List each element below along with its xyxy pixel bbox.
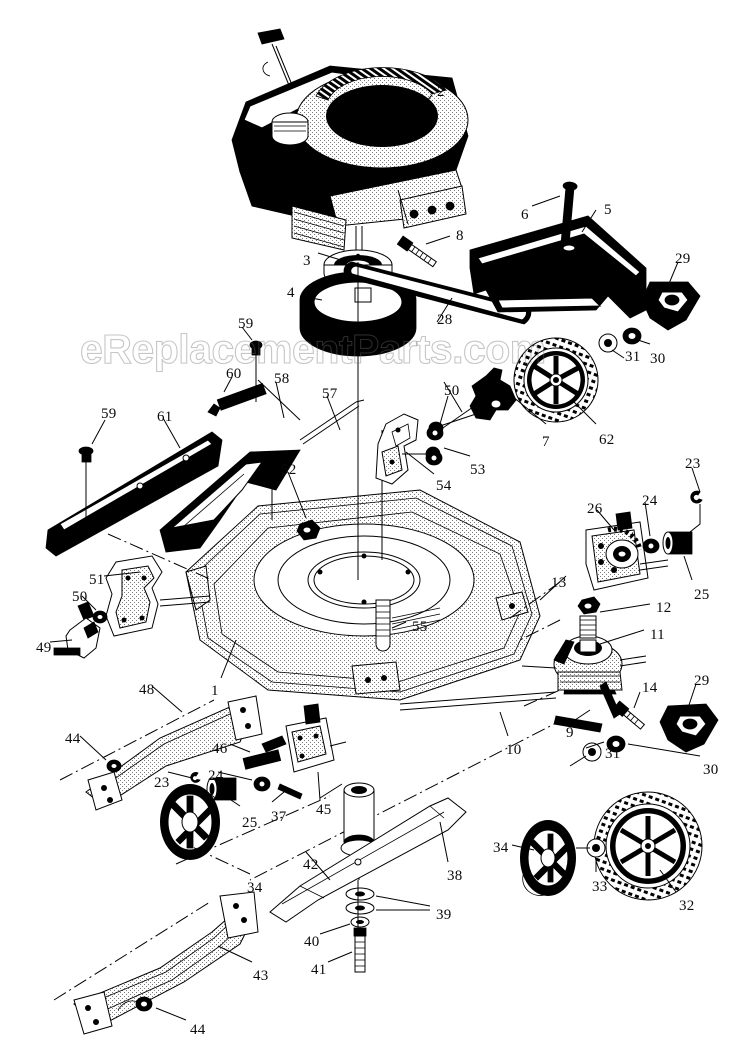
callout-3-drive-pulley: 3	[303, 253, 311, 269]
callout-44-screw-shield: 44	[190, 1022, 206, 1038]
callout-10-axle-rod: 10	[506, 742, 522, 758]
callout-30-nut-rear-wheel: 30	[703, 762, 719, 778]
callout-55-blade-bolt-spring: 55	[412, 619, 428, 635]
callout-50-bolt-flange: 50	[444, 383, 460, 399]
rear-cover-art	[469, 181, 647, 319]
callout-13-transmission-mount: 13	[551, 575, 567, 591]
callout-29-hubcap-rear: 29	[694, 673, 710, 689]
callout-12-spring-clutch: 12	[656, 600, 672, 616]
callout-62-front-wheel: 62	[599, 432, 615, 448]
callout-37-pin-cotter: 37	[271, 809, 287, 825]
callout-59-screw-deflector: 59	[238, 316, 254, 332]
spring-and-clamp-art	[207, 326, 301, 421]
callout-52-nut-deck: 52	[281, 462, 297, 478]
callout-7-height-adjust-bracket: 7	[542, 434, 550, 450]
callout-14-bolt-transmission: 14	[642, 680, 658, 696]
callout-28-drive-belt: 28	[437, 312, 453, 328]
callout-51-left-side-bracket: 51	[89, 572, 105, 588]
front-shield-art	[53, 891, 259, 1035]
callout-5-rear-shield-cover: 5	[604, 202, 612, 218]
callout-34-drive-pulley-rear: 34	[247, 880, 263, 896]
callout-53-bolt-bracket: 53	[470, 462, 486, 478]
blade-spring-art	[375, 599, 441, 652]
control-rod-art	[299, 395, 365, 445]
callout-26-gear-case-assembly: 26	[587, 501, 603, 517]
brake-assembly-art	[160, 703, 347, 875]
deflector-bar-art	[45, 417, 301, 557]
callout-45-blade-adapter: 45	[316, 802, 332, 818]
callout-23-retaining-clip: 23	[685, 456, 701, 472]
callout-58-cable-clamp: 58	[274, 371, 290, 387]
callout-60-spring-lever: 60	[226, 366, 242, 382]
drive-belt-art	[343, 261, 532, 325]
callout-39-washer-blade: 39	[436, 907, 452, 923]
callout-32-rear-wheel: 32	[679, 898, 695, 914]
callout-2-engine-assembly: 2	[437, 84, 445, 100]
callout-4-belt-cover-ring: 4	[287, 285, 295, 301]
callout-59-screw-deflector: 59	[101, 406, 117, 422]
callout-23-retaining-clip: 23	[154, 775, 170, 791]
mower-deck-art	[185, 262, 541, 701]
callout-9-clutch-arm: 9	[566, 725, 574, 741]
callout-25-pinion-gear: 25	[242, 815, 258, 831]
callout-29-hubcap-front: 29	[675, 251, 691, 267]
left-bracket-art	[49, 555, 263, 811]
blade-assembly-art	[269, 782, 467, 973]
callout-46-spring-brake: 46	[212, 741, 228, 757]
front-hubcap-art	[641, 261, 701, 331]
axle-rod-art	[399, 691, 557, 737]
callout-42-blade-spacer: 42	[303, 857, 319, 873]
gearcase-art	[585, 467, 703, 591]
callout-44-screw-shield: 44	[65, 731, 81, 747]
rear-hubcap-art	[659, 683, 719, 753]
callout-8-bolt-engine-mount: 8	[456, 228, 464, 244]
callout-6-screw-rear-cover: 6	[521, 207, 529, 223]
transmission-art	[249, 575, 651, 881]
callout-48-side-discharge-chute: 48	[139, 682, 155, 698]
engine-assembly-art	[231, 28, 469, 262]
callout-31-washer-front-wheel: 31	[625, 349, 641, 365]
callout-38-cutting-blade: 38	[447, 868, 463, 884]
rear-wheel-art	[511, 735, 703, 901]
callout-11-bushing: 11	[650, 627, 665, 643]
callout-34-drive-pulley-rear: 34	[493, 840, 509, 856]
callout-24-washer: 24	[208, 768, 224, 784]
callout-61-rear-deflector-bar: 61	[157, 409, 173, 425]
callout-40-lock-washer: 40	[304, 934, 320, 950]
callout-33-washer-rear: 33	[592, 879, 608, 895]
front-wheel-art	[513, 327, 651, 425]
callout-57-control-rod: 57	[322, 386, 338, 402]
callout-41-bolt-blade: 41	[311, 962, 327, 978]
callout-31-washer-rear-wheel: 31	[605, 746, 621, 762]
callout-49-height-adjust-lever: 49	[36, 640, 52, 656]
callout-1-mower-deck-housing: 1	[211, 683, 219, 699]
callout-24-washer-gear: 24	[642, 493, 658, 509]
callout-43-front-shield: 43	[253, 968, 269, 984]
callout-25-pinion-gear: 25	[694, 587, 710, 603]
callout-30-nut-front-wheel: 30	[650, 351, 666, 367]
callout-50-bolt-flange: 50	[72, 589, 88, 605]
callout-54-bracket-handle: 54	[436, 478, 452, 494]
height-adjust-bracket-art	[425, 367, 547, 466]
